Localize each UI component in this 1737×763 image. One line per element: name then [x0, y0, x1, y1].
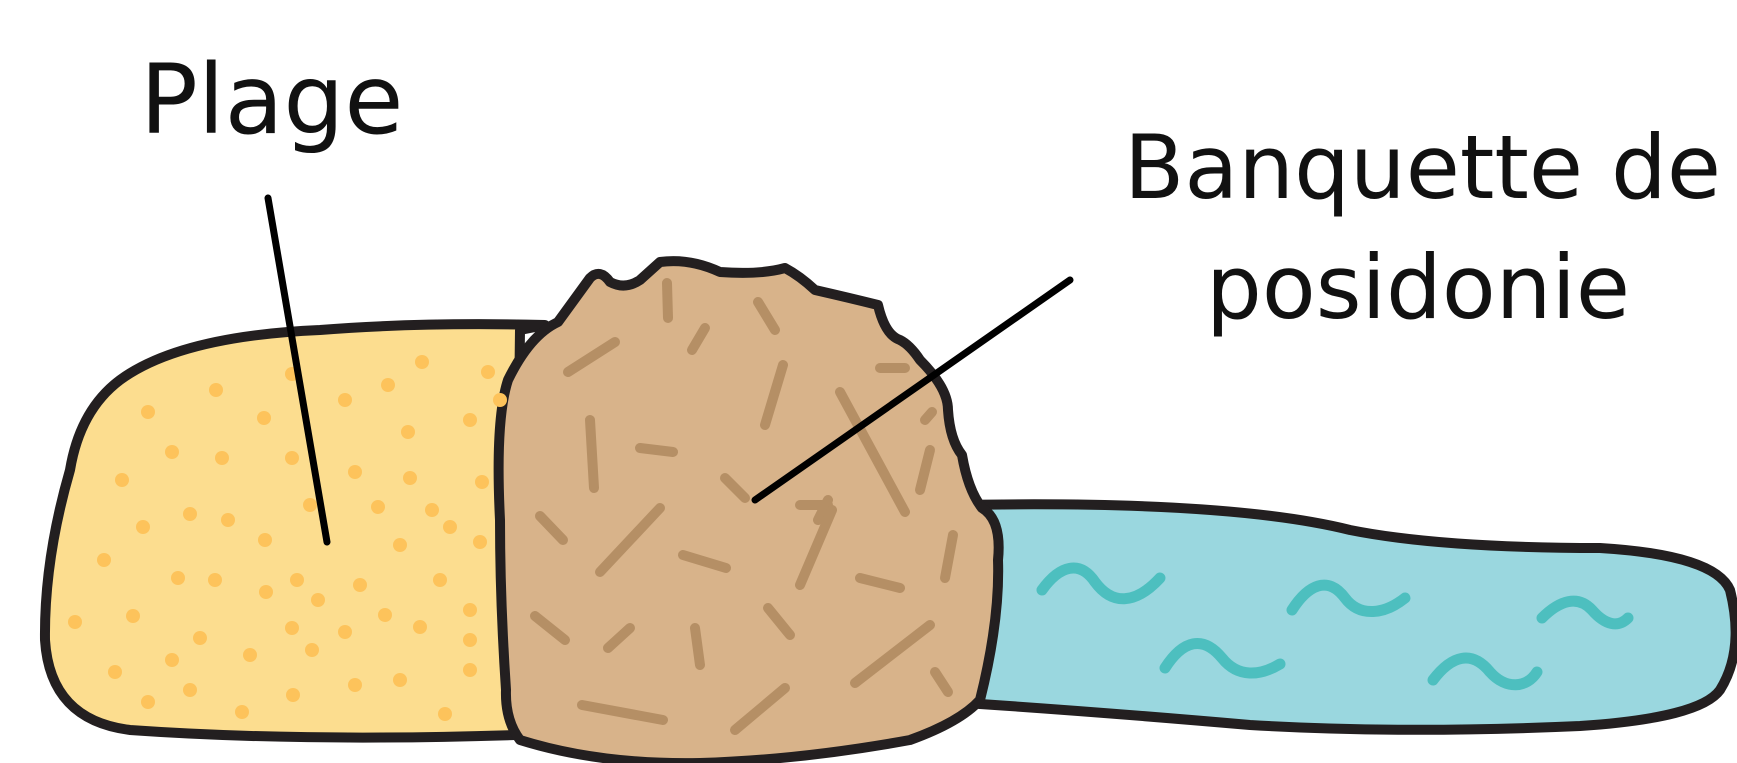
sand-dot — [183, 507, 197, 521]
sand-dot — [285, 451, 299, 465]
sand-dot — [338, 393, 352, 407]
sand-dot — [235, 705, 249, 719]
posidonia-fibre-stroke — [590, 420, 594, 488]
sand-dot — [378, 608, 392, 622]
sand-dot — [68, 615, 82, 629]
sand-dot — [290, 573, 304, 587]
sea-water-region — [950, 504, 1736, 729]
sand-dot — [259, 585, 273, 599]
sand-dot — [285, 621, 299, 635]
beach-label: Plage — [140, 44, 403, 156]
sand-dot — [97, 553, 111, 567]
sand-dot — [393, 538, 407, 552]
sand-dot — [221, 513, 235, 527]
sand-dot — [433, 573, 447, 587]
sand-dot — [165, 653, 179, 667]
sand-dot — [443, 520, 457, 534]
sand-dot — [243, 648, 257, 662]
sand-dot — [353, 578, 367, 592]
sand-dot — [415, 355, 429, 369]
sand-dot — [136, 520, 150, 534]
sand-dot — [311, 593, 325, 607]
sand-dot — [258, 533, 272, 547]
sand-dot — [303, 498, 317, 512]
sand-dot — [286, 688, 300, 702]
sand-dot — [126, 609, 140, 623]
sand-dot — [141, 695, 155, 709]
sand-dot — [305, 643, 319, 657]
posidonia-fibre-stroke — [667, 283, 668, 318]
posidonia-label-line2: posidonie — [1206, 236, 1630, 339]
sand-dot — [463, 603, 477, 617]
sand-dot — [348, 678, 362, 692]
sand-dot — [413, 620, 427, 634]
sand-dot — [475, 475, 489, 489]
sand-dot — [425, 503, 439, 517]
sand-dot — [208, 573, 222, 587]
sand-dot — [171, 571, 185, 585]
sand-dot — [463, 633, 477, 647]
sand-dot — [257, 411, 271, 425]
sand-dot — [473, 535, 487, 549]
sand-dot — [193, 631, 207, 645]
posidonia-bank-region — [499, 261, 999, 763]
sand-dot — [108, 665, 122, 679]
posidonia-fibre-stroke — [640, 448, 673, 452]
posidonia-label-line1: Banquette de — [1124, 116, 1721, 219]
sand-dot — [463, 663, 477, 677]
sand-dot — [209, 383, 223, 397]
sand-dot — [371, 500, 385, 514]
sand-dot — [463, 413, 477, 427]
sand-dot — [381, 378, 395, 392]
sand-dot — [115, 473, 129, 487]
sand-dot — [215, 451, 229, 465]
sand-dot — [338, 625, 352, 639]
sand-dot — [348, 465, 362, 479]
sand-dot — [403, 471, 417, 485]
sand-dot — [401, 425, 415, 439]
sand-dot — [141, 405, 155, 419]
sand-dot — [438, 707, 452, 721]
posidonia-fibre-stroke — [925, 412, 932, 420]
posidonia-fibre-stroke — [695, 628, 700, 665]
sand-dot — [393, 673, 407, 687]
sand-dot — [183, 683, 197, 697]
sand-dot — [481, 365, 495, 379]
sand-dot — [165, 445, 179, 459]
sand-dot — [493, 393, 507, 407]
